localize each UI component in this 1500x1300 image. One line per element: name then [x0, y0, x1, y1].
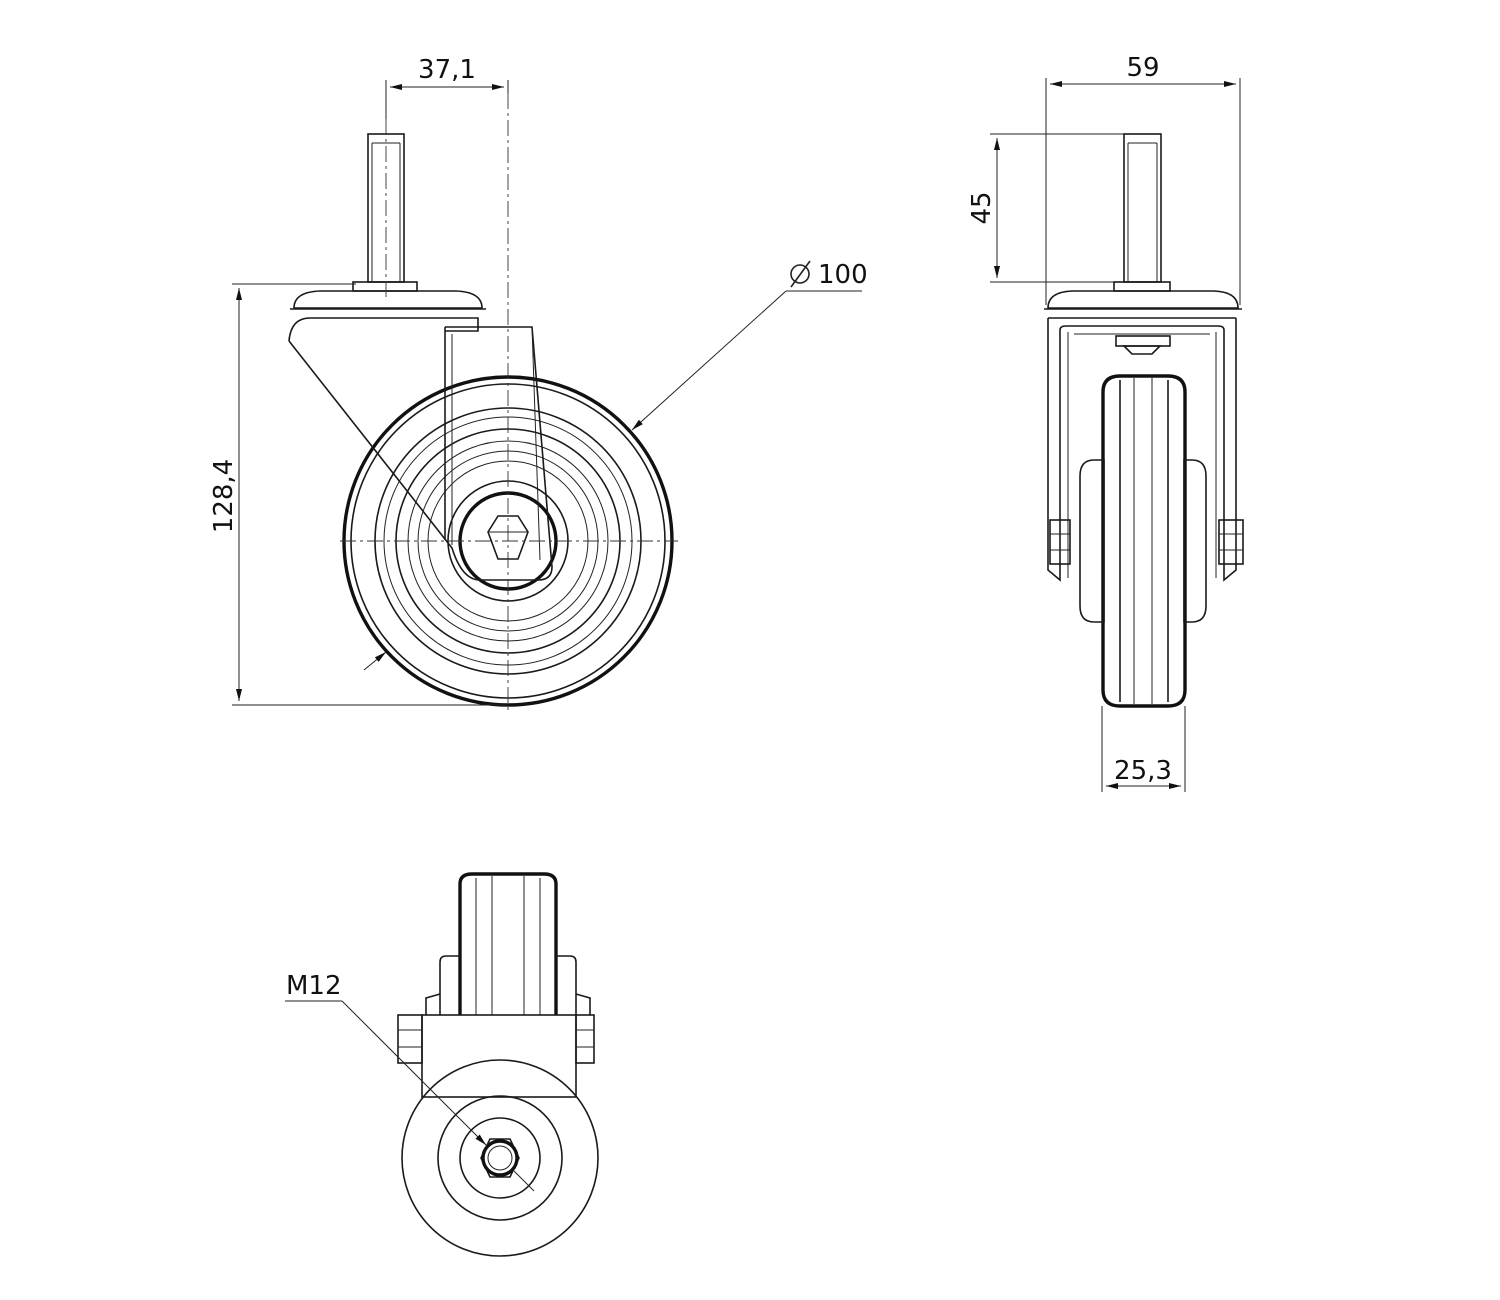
side-view-top-plate: [1044, 290, 1242, 319]
front-view-fork: [288, 317, 553, 581]
dimension-wheel-diameter: 100: [363, 260, 868, 671]
dimension-width-overall-label: 59: [1126, 53, 1159, 83]
dimension-stem-offset-label: 37,1: [418, 55, 476, 85]
top-view-plate: [401, 1059, 599, 1257]
dimension-wheel-diameter-label: 100: [818, 260, 868, 290]
front-view: [288, 93, 678, 710]
top-view: [397, 872, 599, 1257]
dimension-wheel-width-label: 25,3: [1114, 756, 1172, 786]
side-view-axle-nuts: [1049, 519, 1244, 565]
dimension-total-height-label: 128,4: [209, 459, 239, 533]
dimension-thread-label: M12: [286, 971, 342, 1001]
dimension-stem-length-label: 45: [967, 191, 997, 224]
dimension-stem-offset: 37,1: [385, 55, 509, 119]
diameter-symbol-icon: [790, 260, 811, 288]
dimension-wheel-width: 25,3: [1101, 706, 1186, 792]
dimension-width-overall: 59: [1045, 53, 1241, 305]
dimension-total-height: 128,4: [209, 283, 508, 706]
side-view-stem: [1113, 133, 1171, 292]
side-view: [1044, 133, 1244, 708]
dimension-thread: M12: [285, 971, 535, 1192]
top-view-bracket: [397, 1014, 595, 1098]
front-view-stem: [352, 133, 418, 292]
top-view-wheel: [425, 872, 591, 1015]
side-view-wheel: [1079, 374, 1207, 708]
front-view-top-plate: [290, 290, 486, 310]
dimension-stem-length: 45: [967, 133, 1124, 283]
side-view-fork: [1047, 318, 1237, 582]
